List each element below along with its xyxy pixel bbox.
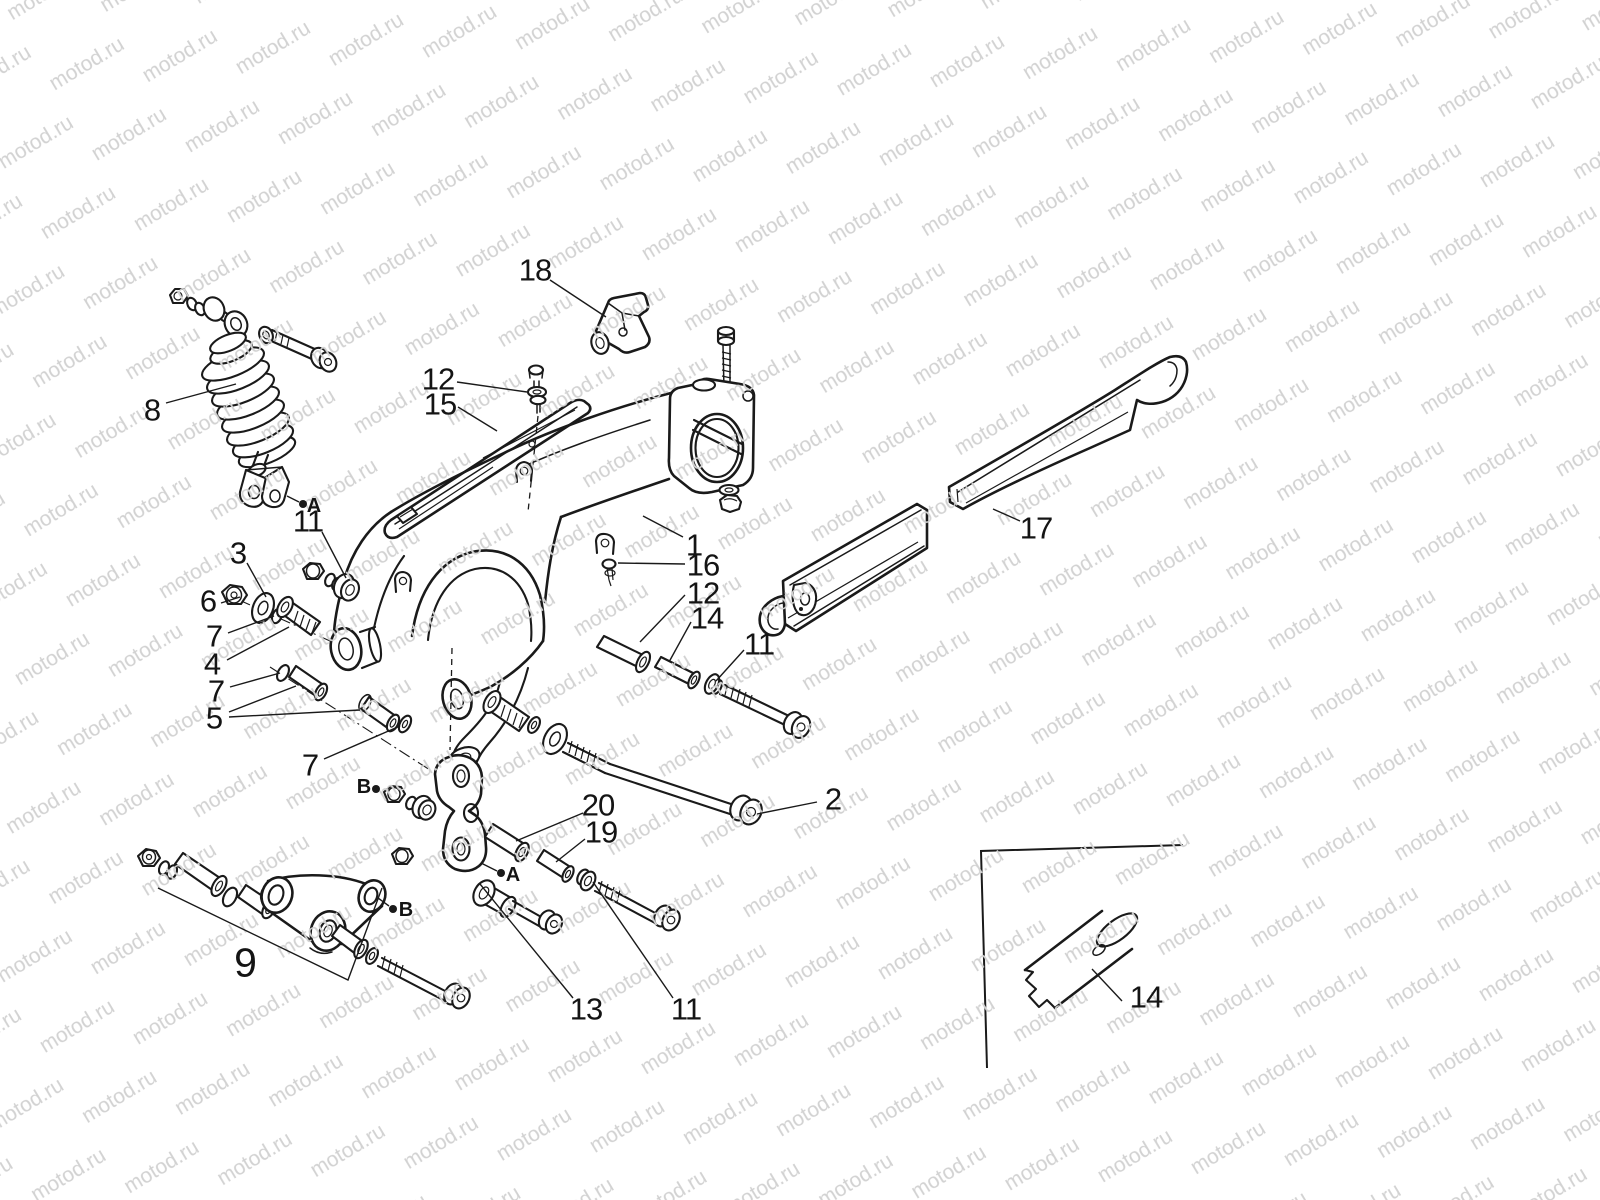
chain-guard-front <box>758 502 929 637</box>
suspension-rocker <box>382 753 488 873</box>
chain-guard-rear <box>947 354 1189 511</box>
inset-box <box>979 844 1184 1069</box>
linkage-dogbone-assembly <box>136 847 471 1010</box>
brake-hose-bracket <box>590 291 651 355</box>
rocker-pins-and-bolts <box>472 822 681 935</box>
chain-slider-strip <box>383 398 592 540</box>
pivot-bush-row-right <box>238 599 763 826</box>
axle-tool <box>1023 909 1139 1010</box>
shock-absorber <box>168 287 338 509</box>
pivot-spacer-pins <box>595 634 812 739</box>
